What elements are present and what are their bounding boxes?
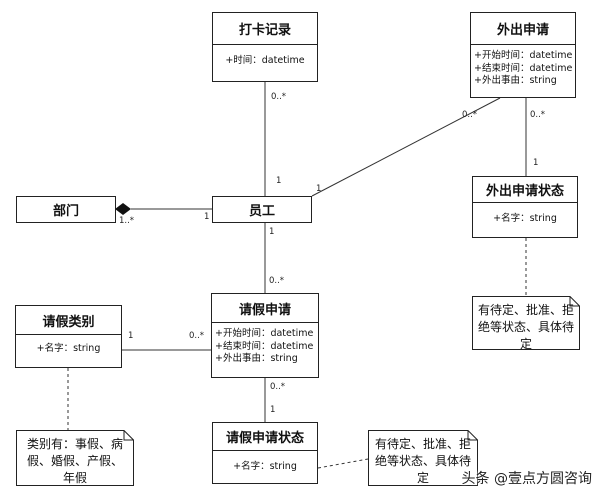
multiplicity: 0..* <box>271 92 287 102</box>
note-leave-type: 类别有：事假、病假、婚假、产假、年假 <box>16 430 134 486</box>
attribute: +开始时间：datetime <box>474 50 573 61</box>
multiplicity: 0..* <box>530 110 546 120</box>
note-shape <box>368 430 478 486</box>
multiplicity: 0..* <box>462 110 478 120</box>
multiplicity: 1 <box>316 184 322 194</box>
class-leave-status[interactable]: 请假申请状态 +名字：string <box>212 422 318 484</box>
class-outing-request[interactable]: 外出申请 +开始时间：datetime +结束时间：datetime +外出事由… <box>470 12 576 98</box>
link-note-leave-status <box>317 458 369 469</box>
attribute: +外出事由：string <box>215 353 298 364</box>
attribute: +名字：string <box>233 461 297 472</box>
attribute: +开始时间：datetime <box>215 328 314 339</box>
multiplicity: 1 <box>128 331 134 341</box>
multiplicity: 1 <box>269 227 275 237</box>
note-leave-status: 有待定、批准、拒绝等状态、具体待定 <box>368 430 478 486</box>
multiplicity: 1 <box>204 212 210 222</box>
attribute: +外出事由：string <box>474 75 557 86</box>
multiplicity: 1 <box>270 405 276 415</box>
class-leave-type[interactable]: 请假类别 +名字：string <box>15 305 122 368</box>
class-name: 打卡记录 <box>213 13 317 45</box>
attribute-list: +名字：string <box>16 335 121 361</box>
attribute: +结束时间：datetime <box>474 62 573 74</box>
class-name: 请假申请状态 <box>213 423 317 451</box>
class-punch-record[interactable]: 打卡记录 +时间：datetime <box>212 12 318 82</box>
multiplicity: 0..* <box>269 276 285 286</box>
attribute: +名字：string <box>36 343 101 354</box>
note-shape <box>472 296 580 350</box>
link-outing-employee <box>311 97 501 197</box>
watermark: 头条 @壹点方圆咨询 <box>461 471 592 487</box>
attribute-list: +开始时间：datetime +结束时间：datetime +外出事由：stri… <box>212 323 318 371</box>
multiplicity: 1 <box>533 158 539 168</box>
attribute-list: +开始时间：datetime +结束时间：datetime +外出事由：stri… <box>471 45 575 93</box>
note-outing-status: 有待定、批准、拒绝等状态、具体待定 <box>472 296 580 351</box>
class-leave-request[interactable]: 请假申请 +开始时间：datetime +结束时间：datetime +外出事由… <box>211 293 319 378</box>
note-text: 类别有：事假、病假、婚假、产假、年假 <box>26 437 123 485</box>
class-name: 请假类别 <box>16 306 121 335</box>
class-employee[interactable]: 员工 <box>212 196 312 223</box>
class-name: 外出申请 <box>471 13 575 45</box>
class-outing-status[interactable]: 外出申请状态 +名字：string <box>472 176 578 238</box>
class-name: 请假申请 <box>212 294 318 323</box>
note-text: 有待定、批准、拒绝等状态、具体待定 <box>374 437 471 485</box>
multiplicity: 0..* <box>189 331 205 341</box>
multiplicity: 0..* <box>270 382 286 392</box>
class-department[interactable]: 部门 <box>16 196 116 223</box>
multiplicity: 1..* <box>119 216 135 226</box>
attribute: +结束时间：datetime <box>215 340 314 352</box>
attribute: +时间：datetime <box>225 55 305 66</box>
note-shape <box>16 430 134 486</box>
note-text: 有待定、批准、拒绝等状态、具体待定 <box>478 303 575 351</box>
composition-diamond <box>115 203 131 215</box>
class-name: 外出申请状态 <box>473 177 577 203</box>
attribute-list: +时间：datetime <box>213 45 317 73</box>
attribute-list: +名字：string <box>213 451 317 479</box>
attribute-list: +名字：string <box>473 203 577 231</box>
attribute: +名字：string <box>493 213 557 224</box>
multiplicity: 1 <box>276 176 282 186</box>
